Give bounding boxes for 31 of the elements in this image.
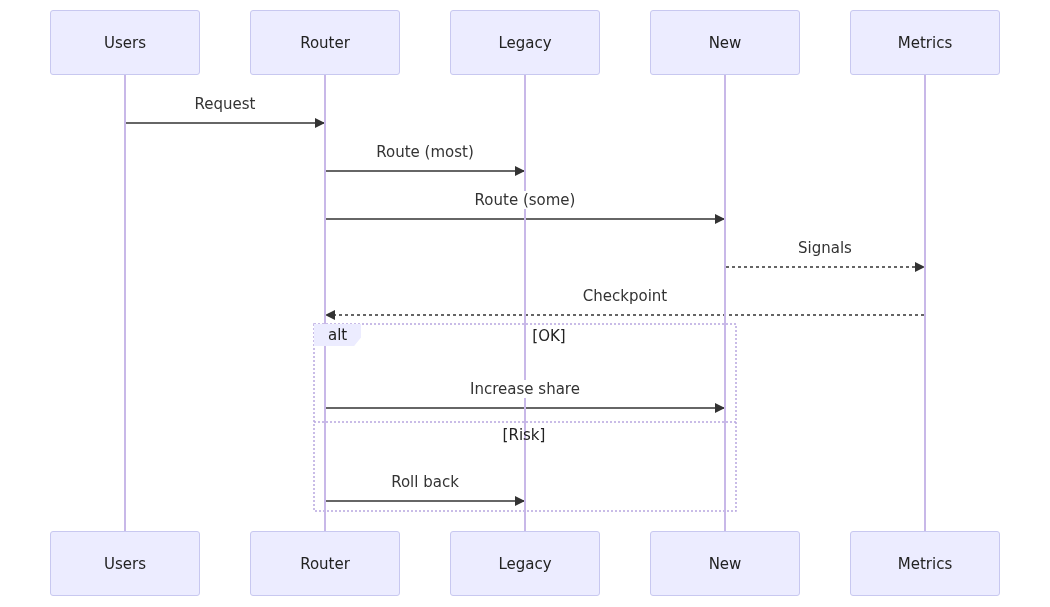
message-label: Route (most) <box>374 143 476 161</box>
message-arrow <box>325 214 725 224</box>
participant-box: Users <box>50 10 200 75</box>
participant-box: Metrics <box>850 10 1000 75</box>
condition-label: [Risk] <box>502 426 546 444</box>
message-label: Increase share <box>468 380 582 398</box>
participant-box: Router <box>250 531 400 596</box>
message-label: Request <box>192 95 258 113</box>
frame-tag: alt <box>314 324 362 346</box>
message-arrow <box>325 496 525 506</box>
message-label: Route (some) <box>472 191 578 209</box>
participant-box: Metrics <box>850 531 1000 596</box>
message-arrow <box>325 403 725 413</box>
message-label: Signals <box>796 239 854 257</box>
participant-box: Router <box>250 10 400 75</box>
lifeline <box>924 75 926 531</box>
message-arrow <box>325 166 525 176</box>
participant-box: New <box>650 531 800 596</box>
participant-box: New <box>650 10 800 75</box>
message-label: Checkpoint <box>580 287 670 305</box>
participant-box: Users <box>50 531 200 596</box>
message-arrow <box>725 262 925 272</box>
lifeline <box>524 75 526 531</box>
condition-label: [OK] <box>532 327 566 345</box>
lifeline <box>724 75 726 531</box>
message-arrow <box>125 118 325 128</box>
lifeline <box>324 75 326 531</box>
participant-box: Legacy <box>450 10 600 75</box>
participant-box: Legacy <box>450 531 600 596</box>
message-arrow <box>325 310 925 320</box>
lifeline <box>124 75 126 531</box>
